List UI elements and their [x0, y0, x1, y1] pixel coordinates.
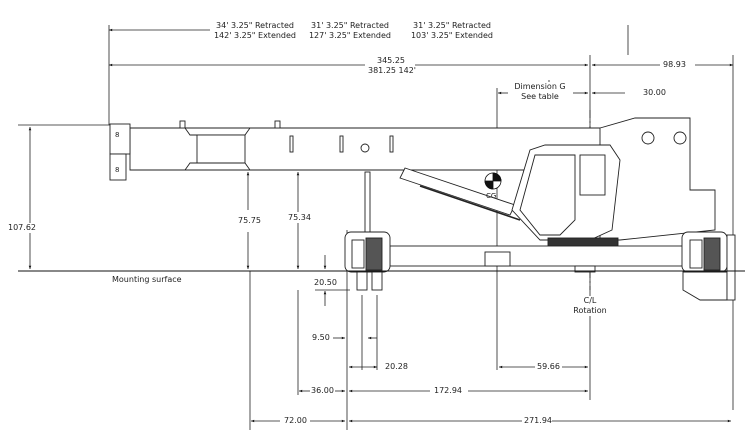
cl-offset-dimension: 30.00 — [643, 88, 666, 98]
cg-symbol — [484, 172, 502, 190]
overall-length-dimension: 345.25 381.25 142' — [368, 56, 417, 76]
mounting-surface-label: Mounting surface — [112, 275, 182, 284]
rotation-text: Rotation — [573, 306, 607, 315]
cg-label: CG — [486, 192, 497, 200]
svg-text:8: 8 — [115, 131, 119, 139]
rear-overhang-dimension: 98.93 — [663, 60, 686, 70]
retracted-text: 34' 3.25" Retracted — [216, 21, 294, 30]
overall-length-extended: 381.25 142' — [368, 66, 417, 75]
height-total-dimension: 107.62 — [8, 223, 36, 233]
outrigger-pad-dimension: 9.50 — [312, 333, 330, 343]
retracted-text: 31' 3.25" Retracted — [413, 21, 491, 30]
height-boom-mid-dimension: 75.34 — [288, 213, 311, 223]
extended-text: 127' 3.25" Extended — [308, 31, 392, 40]
extended-text: 142' 3.25" Extended — [213, 31, 297, 40]
outrigger-span-dimension: 271.94 — [524, 416, 552, 426]
boom-section-1-label: 34' 3.25" Retracted 142' 3.25" Extended — [210, 21, 300, 41]
boom-section-2-label: 31' 3.25" Retracted 127' 3.25" Extended — [305, 21, 395, 41]
svg-text:8: 8 — [115, 166, 119, 174]
dimension-g-note: See table — [521, 92, 559, 101]
outrigger-spacing-dimension: 20.28 — [385, 362, 408, 372]
dimension-g-title: Dimension G — [514, 82, 566, 91]
rear-extension-dimension: 72.00 — [284, 416, 307, 426]
retracted-text: 31' 3.25" Retracted — [311, 21, 389, 30]
height-boom-tip-dimension: 75.75 — [238, 216, 261, 226]
cl-to-front-dimension: 59.66 — [537, 362, 560, 372]
front-overhang-dimension: 36.00 — [311, 386, 334, 396]
cl-text: C/L — [583, 296, 597, 305]
extended-text: 103' 3.25" Extended — [410, 31, 494, 40]
outrigger-below-dimension: 20.50 — [314, 278, 337, 288]
overall-length-retracted: 345.25 — [377, 56, 405, 65]
front-to-cl-dimension: 172.94 — [434, 386, 462, 396]
dimension-g-label: Dimension G See table — [508, 82, 572, 102]
boom-section-3-label: 31' 3.25" Retracted 103' 3.25" Extended — [402, 21, 502, 41]
cl-rotation-label: C/L Rotation — [566, 296, 614, 316]
